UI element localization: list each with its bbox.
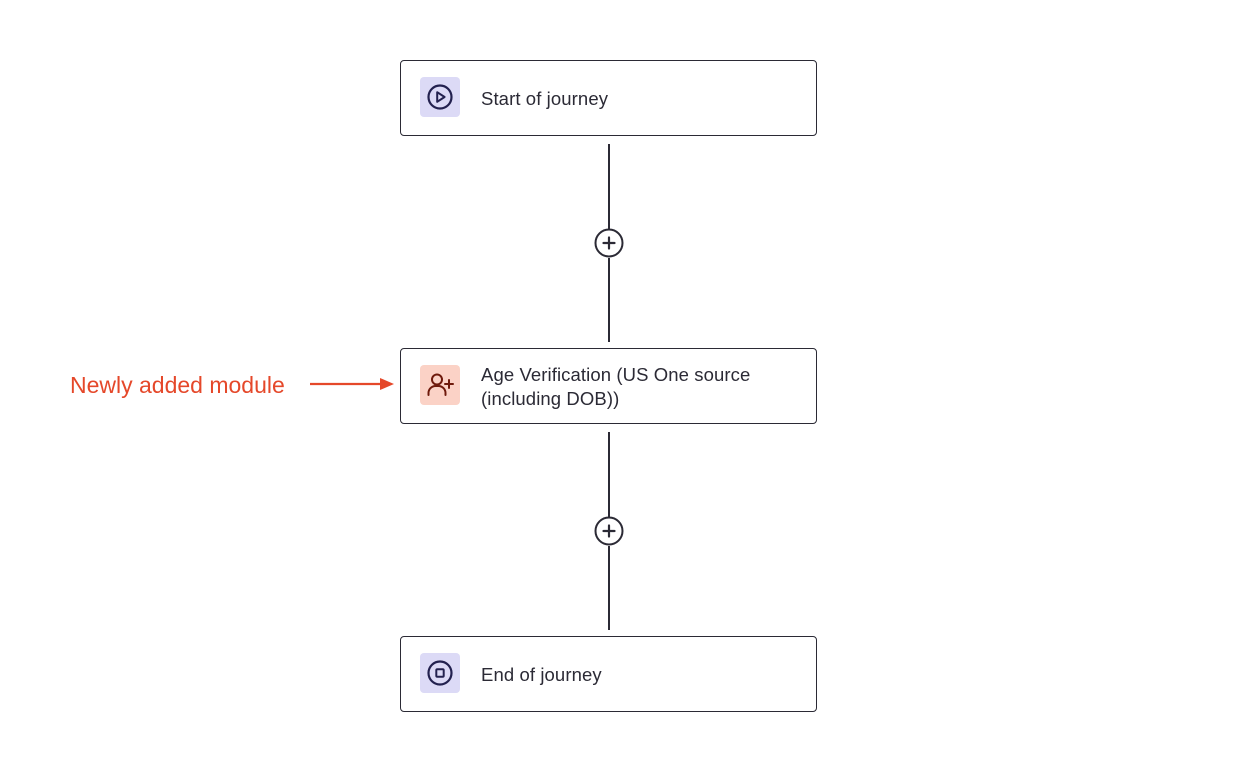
age-verification-module-node[interactable]: Age Verification (US One source (includi… <box>400 348 817 424</box>
node-label: End of journey <box>481 664 602 685</box>
node-label: Start of journey <box>481 88 609 109</box>
stop-circle-icon <box>420 653 460 693</box>
add-step-button[interactable] <box>594 516 624 546</box>
connector-line <box>608 432 610 519</box>
connector-line <box>608 546 610 630</box>
annotation-label: Newly added module <box>70 372 285 398</box>
node-label: Age Verification (US One source (includi… <box>481 364 751 409</box>
annotation-arrow <box>310 378 394 390</box>
connector-line <box>608 258 610 342</box>
add-step-button[interactable] <box>594 228 624 258</box>
end-of-journey-node[interactable]: End of journey <box>400 636 817 712</box>
play-circle-icon <box>420 77 460 117</box>
user-add-icon <box>420 365 460 405</box>
connector-line <box>608 144 610 231</box>
start-of-journey-node[interactable]: Start of journey <box>400 60 817 136</box>
